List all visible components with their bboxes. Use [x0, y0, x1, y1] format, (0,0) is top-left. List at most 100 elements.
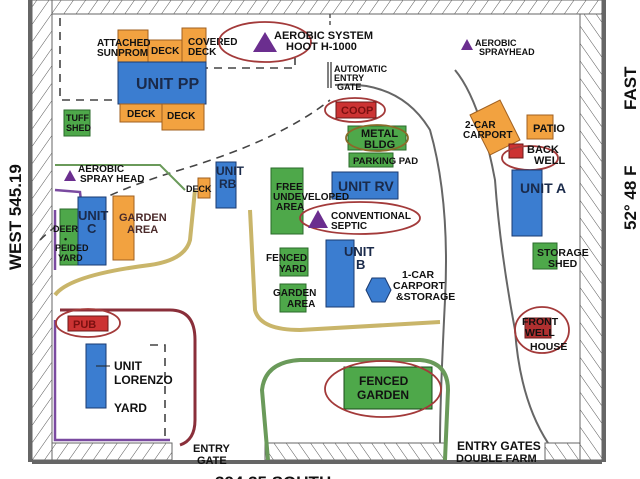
south-boundary-label: 394.35 SOUTH: [215, 473, 331, 479]
unit-pp[interactable]: [117, 61, 207, 105]
green-fence-garden: [259, 358, 451, 461]
south-wall-mid: [264, 442, 446, 461]
unit-c-label: UNIT: [78, 208, 108, 223]
sprayhead-label: SPRAYHEAD: [479, 47, 535, 57]
west-boundary-label: WEST 545.19: [6, 164, 25, 270]
parking-pad[interactable]: [348, 152, 394, 168]
east-wall: [579, 13, 603, 461]
conventional-septic-highlight: [299, 201, 421, 235]
aerobic-spray-label: AEROBIC: [78, 164, 124, 175]
storage-1-label: &STORAGE: [396, 291, 455, 303]
unit-c-letter: C: [87, 221, 97, 236]
fenced-garden-label: FENCED: [359, 374, 409, 388]
unit-rb[interactable]: [215, 161, 237, 209]
unit-lorenzo-label: UNIT: [114, 359, 143, 373]
south-wall-left: [51, 442, 173, 461]
free-label: FREE: [276, 182, 303, 193]
sunroom-label: SUNPROM: [97, 48, 148, 59]
metal-bldg-highlight: [345, 124, 409, 152]
attached-sunroom[interactable]: [117, 29, 149, 63]
front-well-highlight: [514, 306, 570, 354]
tuff-label: TUFF: [66, 113, 89, 123]
deck-br-label: DECK: [167, 111, 196, 122]
two-car-label: 2-CAR: [465, 120, 496, 131]
unit-b[interactable]: [325, 239, 355, 308]
aerobic-system-icon[interactable]: [253, 32, 277, 52]
coop[interactable]: [335, 101, 377, 119]
unit-c[interactable]: [77, 196, 107, 266]
garden-area-mid[interactable]: [279, 283, 307, 313]
pub[interactable]: [67, 315, 109, 332]
deck-rb-label: DECK: [186, 184, 212, 194]
deer-dot: •: [64, 234, 67, 244]
covered-deck-label: DECK: [188, 47, 217, 58]
patio[interactable]: [526, 114, 554, 140]
area-left-label: AREA: [127, 224, 158, 236]
back-label: BACK: [527, 144, 559, 156]
tuff-shed[interactable]: [63, 109, 91, 137]
deck-bottom-right[interactable]: [161, 103, 205, 131]
aerobic-spray-head-icon[interactable]: [64, 170, 76, 181]
unit-lorenzo[interactable]: [85, 343, 107, 409]
gate-bottom-label: GATE: [197, 455, 227, 467]
free-undeveloped-area[interactable]: [270, 167, 304, 235]
east-boundary-label-top: FAST: [621, 66, 640, 110]
garden-left-label: GARDEN: [119, 212, 167, 224]
peided-label: PEIDED: [55, 243, 89, 253]
garden-area-left[interactable]: [112, 195, 135, 261]
metal-label: METAL: [361, 128, 398, 140]
double-farm-label: DOUBLE FARM: [456, 453, 537, 465]
south-wall-right: [544, 442, 581, 461]
north-wall: [31, 0, 603, 15]
garden-label: GARDEN: [357, 388, 409, 402]
automatic-label: AUTOMATIC: [334, 64, 388, 74]
well-front-label: WELL: [525, 327, 555, 339]
pub-label: PUB: [73, 319, 96, 331]
fenced-yard[interactable]: [279, 247, 309, 277]
one-car-label: 1-CAR: [402, 269, 435, 281]
covered-label: COVERED: [188, 37, 237, 48]
entry-gate-label: ENTRY: [193, 443, 231, 455]
aerobic-sprayhead-icon[interactable]: [461, 39, 473, 50]
entry-gates-label: ENTRY GATES: [457, 439, 541, 453]
unit-pp-complex: ATTACHED SUNPROM DECK COVERED DECK UNIT …: [97, 27, 237, 131]
unit-rv[interactable]: [331, 171, 399, 200]
coop-label: COOP: [341, 105, 373, 117]
unit-b-letter: B: [356, 257, 365, 272]
shed-label-a: SHED: [548, 258, 578, 270]
deck-bl-label: DECK: [127, 109, 156, 120]
bldg-label: BLDG: [364, 139, 395, 151]
deer-label: DEER: [53, 224, 79, 234]
deck-rb[interactable]: [197, 177, 211, 199]
area-free-label: AREA: [276, 202, 304, 213]
unit-a[interactable]: [511, 169, 543, 237]
conventional-septic-icon[interactable]: [308, 210, 328, 228]
yard-label-fenced: YARD: [279, 264, 306, 275]
patio-label: PATIO: [533, 123, 565, 135]
one-car-carport[interactable]: [365, 277, 392, 303]
garden-mid-label: GARDEN: [273, 288, 316, 299]
unit-a-complex: 2-CAR CARPORT PATIO BACK WELL UNIT A STO…: [463, 99, 589, 270]
tan-path-mid: [248, 209, 441, 333]
carport-label: CARPORT: [463, 130, 512, 141]
carport-1-label: CARPORT: [393, 280, 446, 292]
unit-pp-label: UNIT PP: [136, 76, 199, 93]
two-car-carport[interactable]: [469, 99, 521, 156]
storage-shed[interactable]: [532, 242, 558, 270]
house-label: HOUSE: [530, 341, 567, 353]
lorenzo-label: LORENZO: [114, 373, 173, 387]
west-wall: [31, 0, 53, 461]
entry-label: ENTRY: [334, 73, 364, 83]
metal-bldg[interactable]: [347, 125, 407, 151]
dashed-fences: [39, 18, 331, 440]
pub-highlight: [55, 308, 121, 338]
aerobic-system-label: AEROBIC SYSTEM: [274, 30, 373, 42]
unit-rb-label: UNIT: [216, 164, 245, 178]
storage-label: STORAGE: [537, 247, 589, 259]
attached-label: ATTACHED: [97, 38, 151, 49]
coop-highlight: [324, 97, 386, 123]
aerobic-system-highlight: [218, 21, 312, 63]
fenced-garden[interactable]: [343, 366, 433, 410]
front-well-house[interactable]: [524, 317, 552, 339]
